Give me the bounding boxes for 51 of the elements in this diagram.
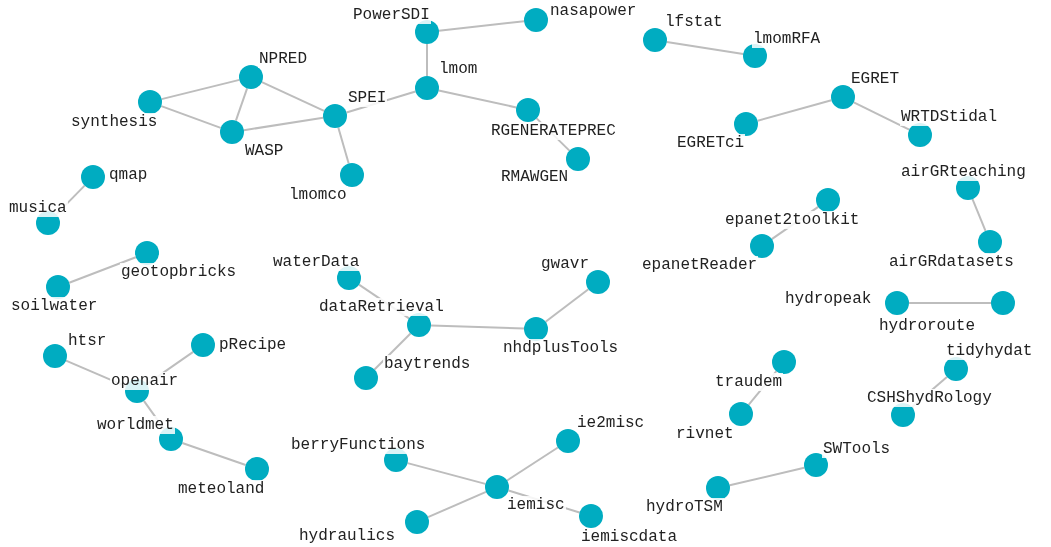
connector-line <box>242 116 325 132</box>
connector-line <box>160 105 222 129</box>
node-label: hydroroute <box>878 317 976 335</box>
connector-line <box>756 99 833 122</box>
connector-line <box>852 101 911 131</box>
connector-line <box>665 40 745 56</box>
node-label: WRTDStidal <box>900 108 998 126</box>
node-label: CSHShydRology <box>866 389 993 407</box>
connector-line <box>544 288 590 323</box>
node-label: dataRetrieval <box>318 298 445 316</box>
node-label: airGRteaching <box>900 163 1027 181</box>
connector-line <box>160 78 241 101</box>
connector-line <box>68 256 137 284</box>
node-label: musica <box>8 199 68 217</box>
connector-line <box>728 466 806 487</box>
node-label: traudem <box>714 373 784 391</box>
node-label: SPEI <box>347 89 388 107</box>
connector-line <box>260 81 326 112</box>
node-label: openair <box>110 372 180 390</box>
node-label: RGENERATEPREC <box>490 122 617 140</box>
node-label: hydroTSM <box>645 498 724 516</box>
connector-line <box>971 198 987 232</box>
connector-line <box>506 446 559 482</box>
node-label: hydropeak <box>784 290 873 308</box>
connector-line <box>437 89 518 109</box>
node-label: geotopbricks <box>120 263 238 281</box>
node-label: hydraulics <box>298 527 396 545</box>
connector-line <box>373 332 412 371</box>
node-label: lmomRFA <box>752 30 822 48</box>
node-label: PowerSDI <box>352 6 431 24</box>
connector-line <box>430 324 525 330</box>
connector-line <box>426 43 428 77</box>
node-label: baytrends <box>383 355 472 373</box>
node-label: worldmet <box>96 416 175 434</box>
node-label: epanetReader <box>641 256 759 274</box>
connector-line <box>337 126 350 165</box>
connector-line <box>234 87 249 122</box>
node-label: epanet2toolkit <box>724 211 861 229</box>
node-label: nhdplusTools <box>502 339 620 357</box>
node-label: SWTools <box>822 440 892 458</box>
node-label: EGRET <box>850 70 900 88</box>
connector-line <box>908 302 992 304</box>
node-label: NPRED <box>258 50 308 68</box>
connector-line <box>437 20 526 32</box>
node-label: waterData <box>272 253 361 271</box>
node-label: berryFunctions <box>290 436 427 454</box>
connector-line <box>181 442 247 466</box>
node-label: pRecipe <box>218 336 288 354</box>
connector-line <box>427 490 487 519</box>
node-label: synthesis <box>70 113 159 131</box>
node-label: tidyhydat <box>945 342 1034 360</box>
